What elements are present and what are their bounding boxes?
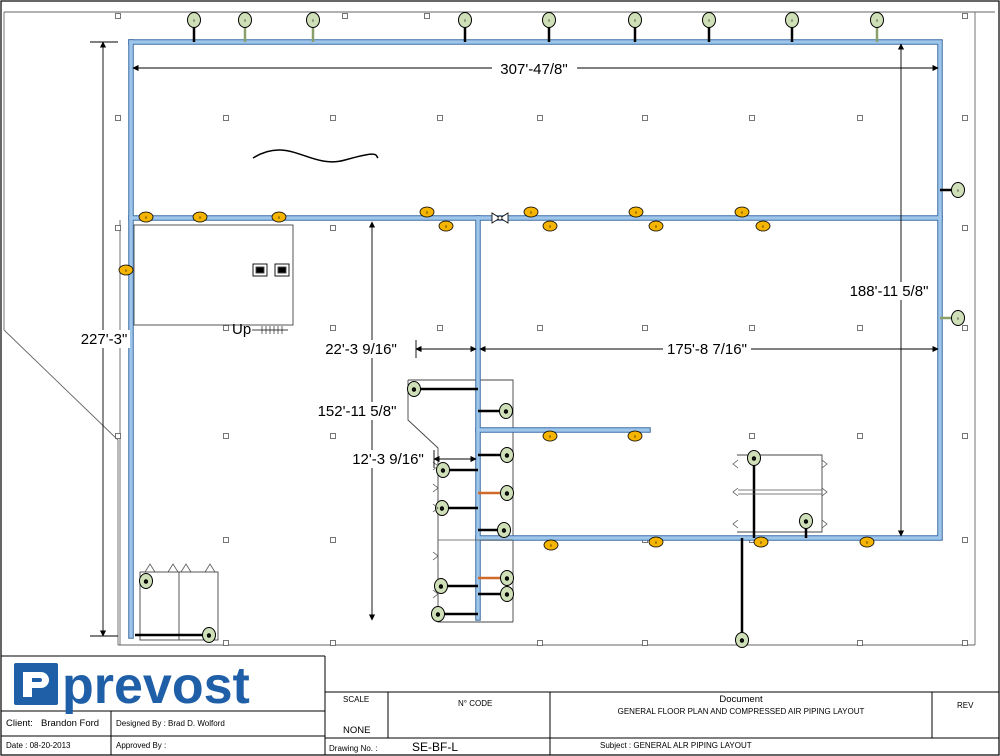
document-label: Document	[719, 694, 763, 705]
title-block: prevost Client: Brandon Ford Designed By…	[1, 655, 999, 755]
drawing-number-value: SE-BF-L	[412, 740, 458, 754]
west-wing-height-dimension: 152'-11 5/8"	[318, 403, 397, 420]
drawing-number-label: Drawing No. :	[329, 744, 377, 753]
yellow-drops	[118, 206, 875, 551]
rev-label: REV	[957, 701, 974, 710]
right-height-dimension: 188'-11 5/8"	[850, 283, 929, 300]
building-outline	[3, 11, 995, 646]
right-drops	[940, 182, 965, 326]
document-value: GENERAL FLOOR PLAN AND COMPRESSED AIR PI…	[618, 707, 865, 716]
designed-by: Designed By : Brad D. Wolford	[116, 719, 225, 728]
code-label: N° CODE	[458, 699, 492, 708]
stair-label: Up	[232, 321, 251, 338]
compressor-room	[133, 224, 294, 326]
logo-text: prevost	[62, 657, 250, 715]
logo: prevost	[14, 657, 250, 715]
client-value: Brandon Ford	[41, 718, 99, 729]
dimension-labels: 307'-47/8" 227'-3" 188'-11 5/8" 175'-8 7…	[78, 60, 935, 468]
approved-by: Approved By :	[116, 741, 166, 750]
date: Date : 08-20-2013	[6, 741, 71, 750]
scale-value: NONE	[343, 725, 370, 736]
air-pipes	[128, 39, 943, 639]
corridor-width-dimension: 22'-3 9/16"	[325, 341, 397, 358]
rooms	[133, 224, 823, 641]
valve-icon	[491, 212, 509, 224]
client-label: Client:	[6, 718, 33, 729]
scale-label: SCALE	[343, 695, 369, 704]
dimension-lines	[90, 41, 939, 637]
overall-width-dimension: 307'-47/8"	[500, 61, 567, 78]
stair: Up	[232, 321, 288, 338]
east-wing-width-dimension: 175'-8 7/16"	[667, 341, 747, 358]
sketch-curve	[252, 149, 379, 163]
riser-offset-dimension: 12'-3 9/16"	[352, 451, 424, 468]
overall-height-dimension: 227'-3"	[81, 331, 128, 348]
top-drops	[187, 12, 884, 42]
subject: Subject : GENERAL ALR PIPING LAYOUT	[600, 741, 752, 750]
racks	[144, 459, 828, 599]
branch-drops	[135, 380, 814, 649]
